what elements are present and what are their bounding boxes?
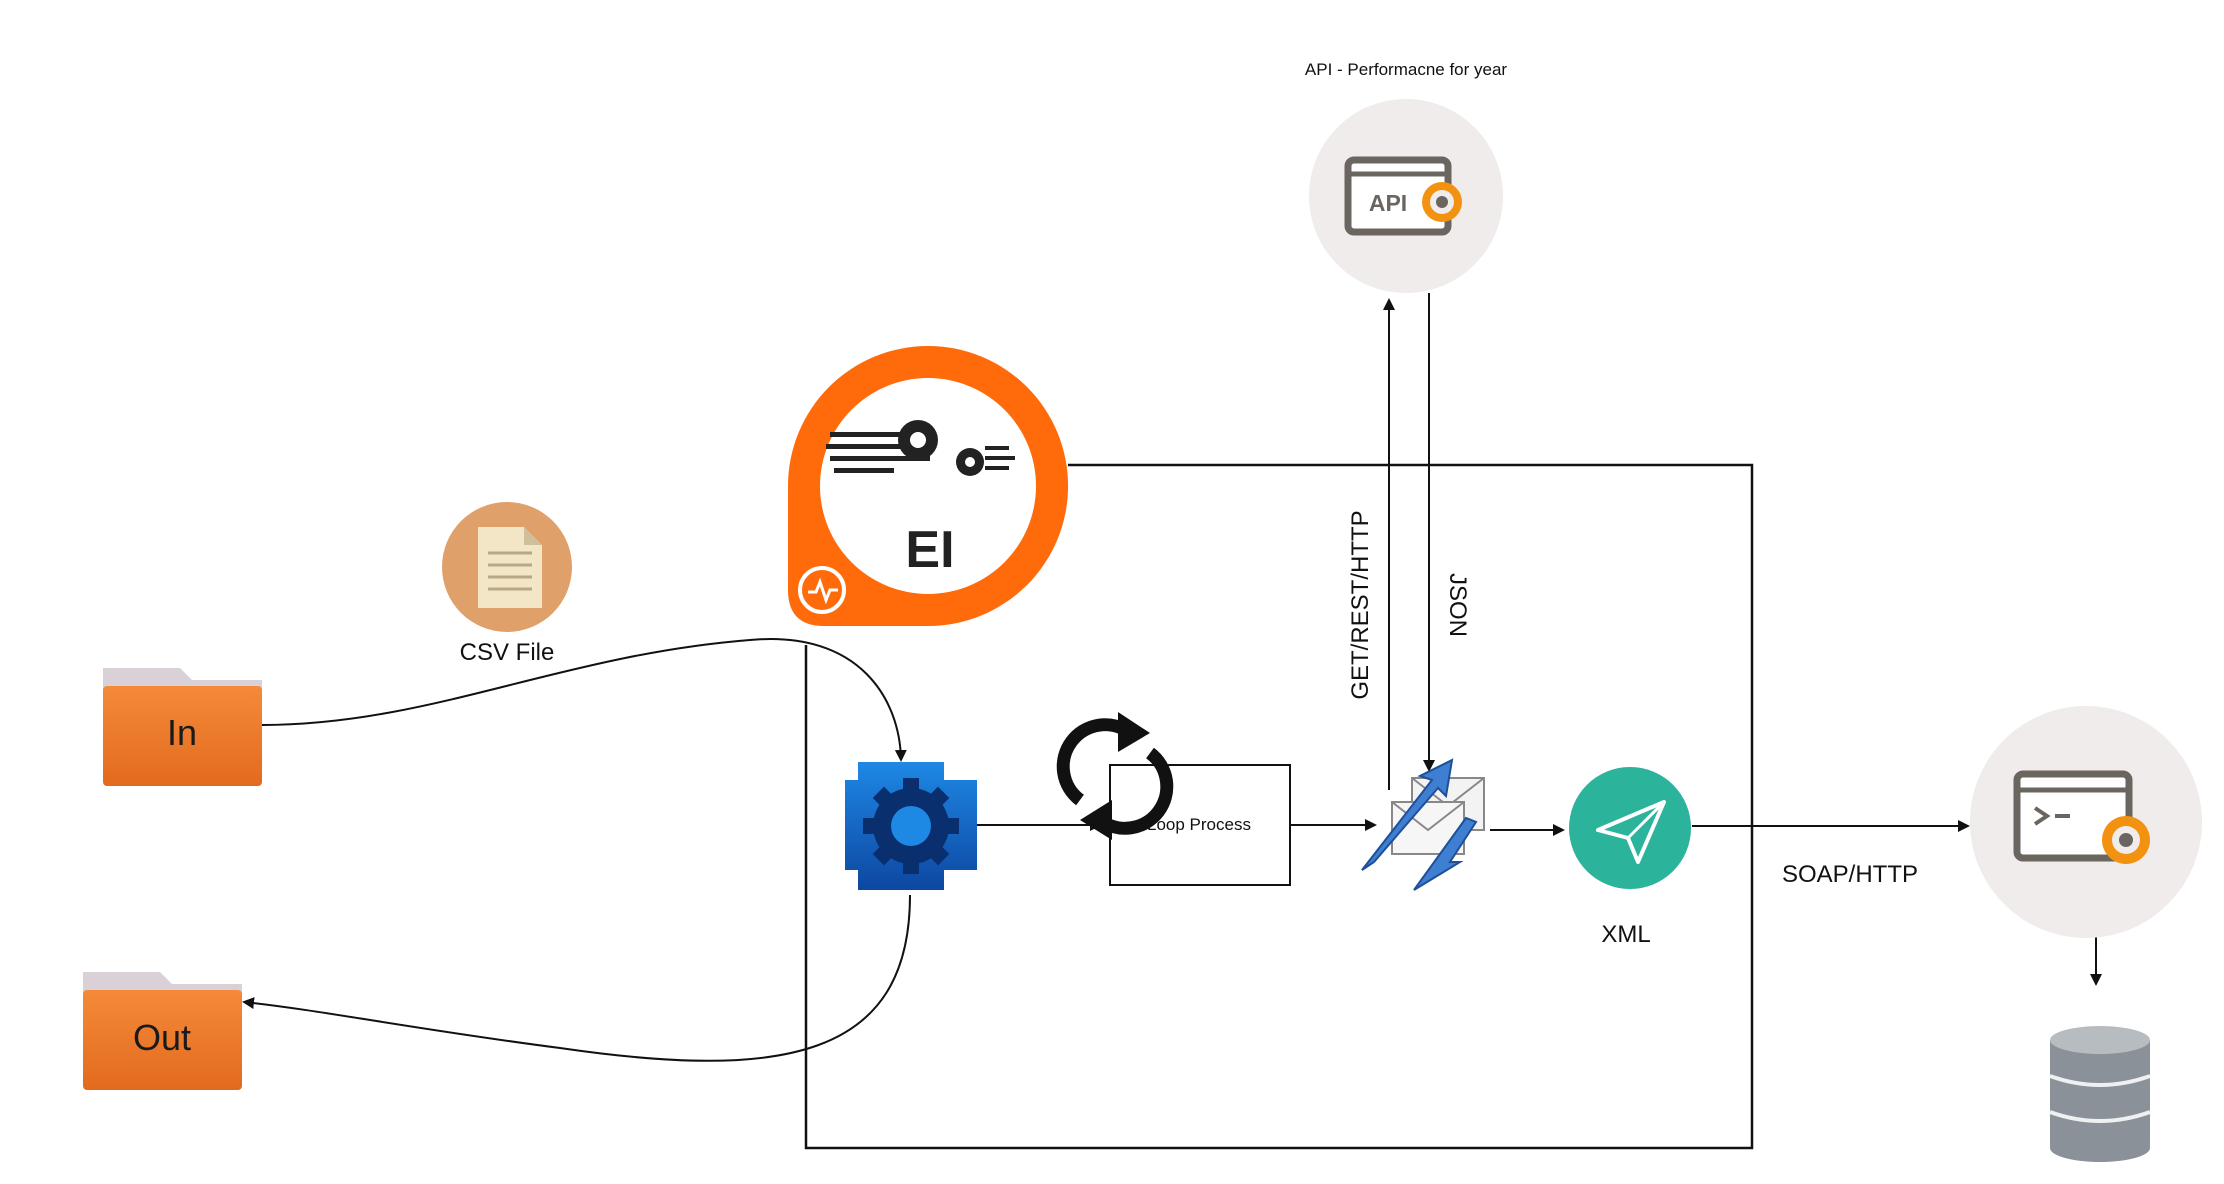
gear-to-out-connector — [242, 894, 911, 1062]
loop-process-node: Loop Process — [1056, 712, 1291, 886]
soap-http-label: SOAP/HTTP — [1782, 861, 1918, 888]
json-label: JSON — [1444, 573, 1471, 637]
server-node — [1970, 706, 2202, 938]
get-rest-http-label: GET/REST/HTTP — [1347, 510, 1374, 699]
ei-container-box — [804, 463, 1754, 1150]
api-icon: API — [1344, 156, 1462, 236]
ei-logo-icon: EI — [788, 346, 1069, 627]
in-to-gear-connector — [261, 638, 907, 762]
folder-out-label: Out — [133, 1017, 191, 1058]
xml-send-icon — [1569, 767, 1691, 889]
api-title: API - Performacne for year — [1305, 60, 1508, 79]
ei-label: EI — [905, 521, 954, 579]
server-console-icon — [2013, 770, 2150, 864]
loop-process-label: Loop Process — [1147, 815, 1251, 834]
loop-refresh-icon — [1056, 718, 1174, 835]
xml-label: XML — [1601, 921, 1650, 948]
csv-file-label: CSV File — [460, 639, 555, 666]
api-node: API - Performacne for year API — [1305, 60, 1508, 293]
message-exchange-icon — [1361, 758, 1485, 891]
gear-processor-icon — [845, 762, 977, 890]
folder-in-icon: In — [103, 668, 262, 786]
folder-in-label: In — [167, 712, 197, 753]
connectors — [242, 293, 2102, 1062]
xml-node: XML — [1569, 767, 1691, 948]
database-icon — [2049, 1026, 2151, 1162]
folder-out-icon: Out — [83, 972, 242, 1090]
csv-file-node: CSV File — [442, 502, 572, 666]
api-badge: API — [1369, 190, 1407, 216]
